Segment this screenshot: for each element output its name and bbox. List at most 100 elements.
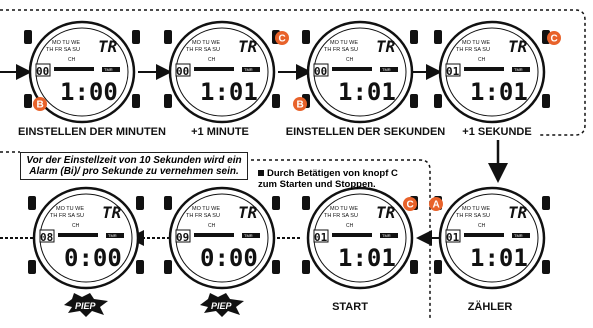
sub-display xyxy=(313,229,329,243)
tag-box xyxy=(242,233,260,238)
tag-box xyxy=(380,233,398,238)
side-button-icon xyxy=(542,260,550,274)
side-button-icon xyxy=(164,30,172,44)
svg-text:C: C xyxy=(407,200,414,211)
side-button-icon xyxy=(24,94,32,108)
main-digits: 1:01 xyxy=(338,244,396,272)
side-button-icon xyxy=(302,260,310,274)
watch-bezel xyxy=(28,20,136,124)
tag-box xyxy=(242,67,260,72)
side-button-icon xyxy=(302,30,310,44)
tag-text: TMR xyxy=(244,233,253,238)
days-text: MO TU WE xyxy=(330,40,358,46)
label-plus-minute: +1 MINUTE xyxy=(191,126,249,138)
side-button-icon xyxy=(24,30,32,44)
label-counter: ZÄHLER xyxy=(467,301,513,313)
watch-bezel xyxy=(32,186,140,290)
side-button-icon xyxy=(542,196,550,210)
sub-display xyxy=(175,63,191,77)
side-button-icon xyxy=(272,94,280,108)
ch-text: CH xyxy=(208,223,216,229)
side-button-icon xyxy=(164,196,172,210)
days-text: MO TU WE xyxy=(52,40,80,46)
sub-digits: 00 xyxy=(314,65,327,78)
sub-display xyxy=(39,229,55,243)
side-button-icon xyxy=(164,94,172,108)
button-c-icon: C xyxy=(547,31,561,45)
mode-text: TR xyxy=(376,37,396,56)
sub-digits: 01 xyxy=(446,65,460,78)
alarm-note: Vor der Einstellzeit von 10 Sekunden wir… xyxy=(20,152,248,180)
button-a-icon: A xyxy=(429,197,443,211)
bar-segment xyxy=(194,233,234,237)
sub-display xyxy=(445,63,461,77)
side-button-icon xyxy=(410,94,418,108)
bar-segment xyxy=(332,233,372,237)
watch-bezel xyxy=(306,186,414,290)
bar-segment xyxy=(58,233,98,237)
start-stop-note: Durch Betätigen von knopf C zum Starten … xyxy=(258,168,398,190)
side-button-icon xyxy=(542,94,550,108)
side-button-icon xyxy=(28,260,36,274)
side-button-icon xyxy=(434,30,442,44)
ch-text: CH xyxy=(72,223,80,229)
bar-segment xyxy=(194,67,234,71)
side-button-icon xyxy=(410,260,418,274)
tag-box xyxy=(512,233,530,238)
tag-text: TMR xyxy=(382,67,391,72)
tag-box xyxy=(380,67,398,72)
side-button-icon xyxy=(28,196,36,210)
svg-text:C: C xyxy=(551,34,558,45)
bar-segment xyxy=(464,67,504,71)
days-text: TH FR SA SU xyxy=(186,47,220,53)
side-button-icon xyxy=(132,30,140,44)
tag-text: TMR xyxy=(382,233,391,238)
ch-text: CH xyxy=(478,223,486,229)
main-digits: 1:01 xyxy=(470,244,528,272)
side-button-icon xyxy=(164,260,172,274)
days-text: TH FR SA SU xyxy=(456,213,490,219)
watch-bezel xyxy=(168,186,276,290)
side-button-icon xyxy=(302,196,310,210)
side-button-icon xyxy=(272,196,280,210)
mode-text: TR xyxy=(102,203,122,222)
sub-digits: 00 xyxy=(36,65,49,78)
piep-burst: PIEP xyxy=(64,293,108,317)
side-button-icon xyxy=(434,260,442,274)
button-c-icon: C xyxy=(275,31,289,45)
label-plus-second: +1 SEKUNDE xyxy=(462,126,532,138)
mode-text: TR xyxy=(376,203,396,222)
tag-box xyxy=(102,67,120,72)
sub-display xyxy=(313,63,329,77)
piep-text: PIEP xyxy=(211,301,233,311)
tag-text: TMR xyxy=(108,233,117,238)
tag-text: TMR xyxy=(104,67,113,72)
main-digits: 0:00 xyxy=(200,244,258,272)
sub-display xyxy=(445,229,461,243)
top-dashed-frame xyxy=(0,9,586,136)
bar-segment xyxy=(54,67,94,71)
main-digits: 0:00 xyxy=(64,244,122,272)
side-button-icon xyxy=(136,196,144,210)
svg-text:B: B xyxy=(37,100,44,111)
main-digits: 1:01 xyxy=(200,78,258,106)
days-text: TH FR SA SU xyxy=(324,213,358,219)
watch-bezel xyxy=(306,20,414,124)
button-b-icon: B xyxy=(33,97,47,111)
side-button-icon xyxy=(272,260,280,274)
watch-bezel xyxy=(168,20,276,124)
sub-digits: 00 xyxy=(176,65,189,78)
days-text: MO TU WE xyxy=(330,206,358,212)
main-digits: 1:01 xyxy=(470,78,528,106)
sub-digits: 01 xyxy=(314,231,328,244)
mode-text: TR xyxy=(508,37,528,56)
bottom-dashed-frame xyxy=(0,151,431,318)
side-button-icon xyxy=(136,260,144,274)
